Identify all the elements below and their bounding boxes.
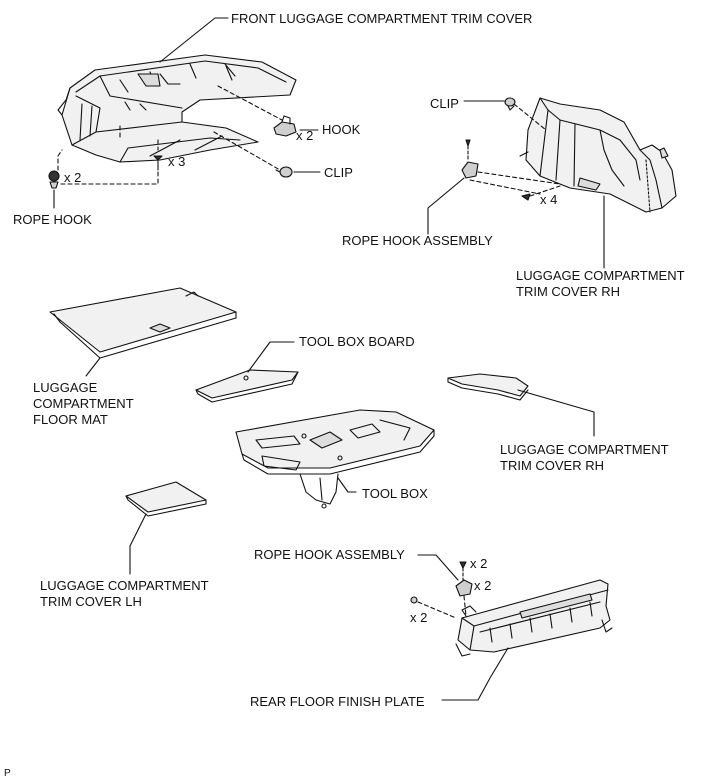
label-rope-hook-assembly-top: ROPE HOOK ASSEMBLY [342, 233, 493, 248]
leader-rope-hook-assembly-top [427, 177, 465, 235]
label-clip-rh: CLIP [430, 96, 459, 111]
label-trim-cover-rh-top-line1: LUGGAGE COMPARTMENT [516, 268, 685, 283]
leader-rear-floor-plate [441, 647, 509, 701]
rope-hook-assembly-bottom-part [455, 561, 473, 597]
leader-rope-hook-assembly-bottom [417, 554, 459, 581]
front-trim-cover-part [57, 54, 297, 163]
label-hook: HOOK [322, 122, 361, 137]
rope-hook-part [48, 170, 60, 189]
label-floor-mat-line2: COMPARTMENT [33, 396, 134, 411]
clip-rh-part [504, 97, 516, 111]
label-tool-box-board: TOOL BOX BOARD [299, 334, 415, 349]
tool-box-board-part [195, 369, 299, 403]
rear-floor-finish-plate-part [455, 579, 613, 657]
dash-clip-rh [513, 103, 547, 131]
label-trim-cover-rh-mid: LUGGAGE COMPARTMENT TRIM COVER RH [500, 442, 669, 474]
leader-front-trim-cover [159, 17, 229, 63]
label-floor-mat-line3: FLOOR MAT [33, 412, 108, 427]
leader-trim-cover-lh [129, 513, 147, 575]
label-screw-qty-rh: x 4 [540, 192, 558, 207]
label-corner-code: P [4, 768, 11, 779]
label-bolt-qty-bottom: x 2 [470, 556, 488, 571]
dash-rope-hook-assembly-bottom [463, 595, 467, 617]
label-floor-mat-line1: LUGGAGE [33, 380, 98, 395]
dash-front-screw [59, 125, 159, 185]
label-rope-hook-assembly-bottom: ROPE HOOK ASSEMBLY [254, 547, 405, 562]
label-trim-cover-rh-mid-line2: TRIM COVER RH [500, 458, 604, 473]
tool-box-part [235, 409, 435, 509]
leader-trim-cover-rh-mid [517, 389, 595, 437]
label-clip-front: CLIP [324, 165, 353, 180]
label-hook-qty: x 2 [296, 128, 314, 143]
floor-mat-part [49, 287, 237, 359]
leader-tool-box [337, 477, 357, 493]
dash-screw-rh [529, 185, 561, 197]
dash-clip-front [213, 131, 281, 171]
label-assembly-qty-bottom: x 2 [474, 578, 492, 593]
screw-rh-part [521, 193, 531, 201]
label-screw-qty-front: x 3 [168, 154, 186, 169]
label-rope-hook: ROPE HOOK [13, 212, 92, 227]
label-rope-hook-qty: x 2 [64, 170, 82, 185]
dash-clip-bottom [417, 601, 457, 619]
trim-cover-rh-mid-part [447, 373, 529, 401]
clip-bottom-part [410, 596, 418, 604]
clip-front-part [275, 166, 293, 178]
hook-part [273, 115, 297, 137]
dash-hook [217, 85, 283, 121]
label-floor-mat: LUGGAGE COMPARTMENT FLOOR MAT [33, 380, 134, 428]
dash-rope-hook-assembly-top [469, 171, 561, 195]
label-trim-cover-lh-line1: LUGGAGE COMPARTMENT [40, 578, 209, 593]
label-rear-floor-plate: REAR FLOOR FINISH PLATE [250, 694, 425, 709]
screw-front-part [153, 155, 163, 171]
label-trim-cover-rh-mid-line1: LUGGAGE COMPARTMENT [500, 442, 669, 457]
label-tool-box: TOOL BOX [362, 486, 428, 501]
rope-hook-assembly-top-part [461, 139, 479, 179]
label-trim-cover-lh: LUGGAGE COMPARTMENT TRIM COVER LH [40, 578, 209, 610]
dash-rope-hook [57, 149, 63, 171]
label-clip-qty-bottom: x 2 [410, 610, 428, 625]
leader-floor-mat [85, 357, 101, 377]
label-trim-cover-lh-line2: TRIM COVER LH [40, 594, 142, 609]
label-trim-cover-rh-top-line2: TRIM COVER RH [516, 284, 620, 299]
leader-tool-box-board [247, 341, 295, 373]
label-trim-cover-rh-top: LUGGAGE COMPARTMENT TRIM COVER RH [516, 268, 685, 300]
trim-cover-lh-part [125, 481, 207, 517]
trim-cover-rh-top-part [519, 97, 677, 213]
label-front-trim-cover: FRONT LUGGAGE COMPARTMENT TRIM COVER [231, 11, 533, 26]
